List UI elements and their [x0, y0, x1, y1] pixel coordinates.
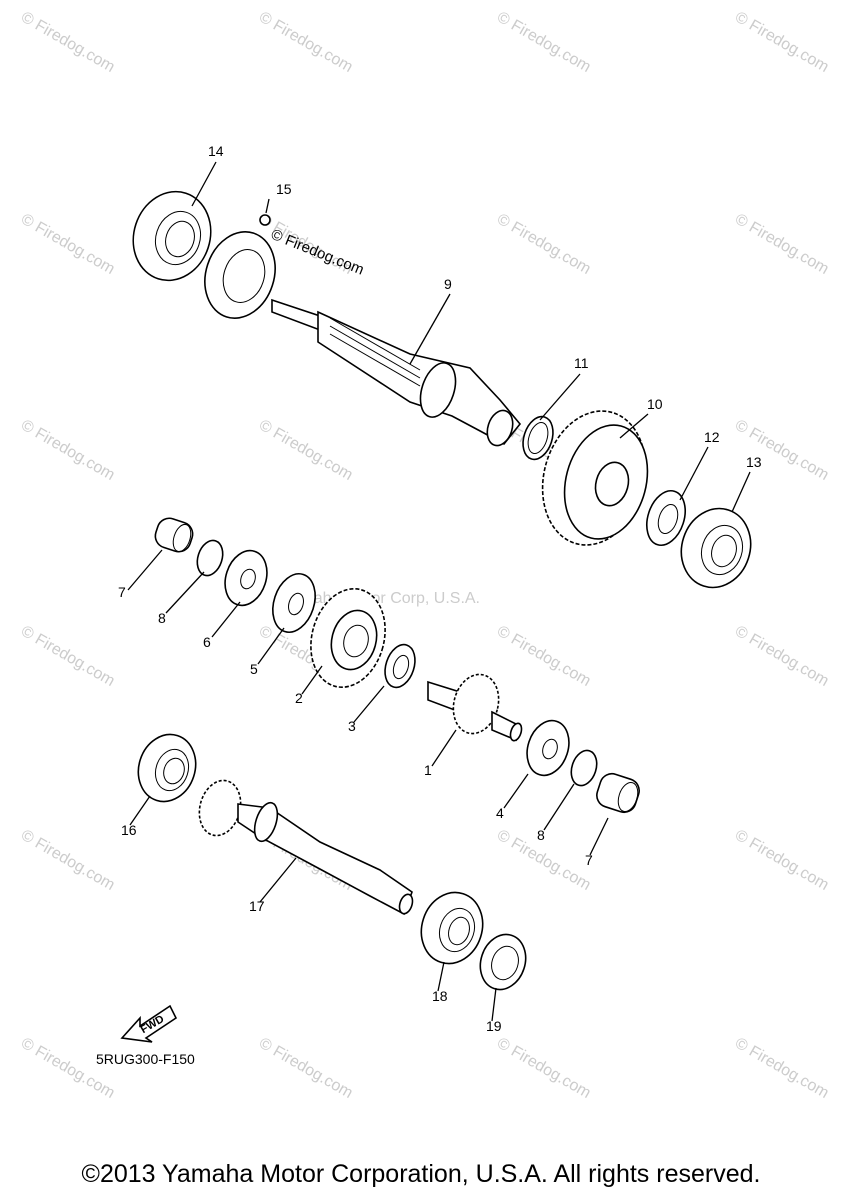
leader-line	[259, 857, 297, 903]
leader-line	[431, 729, 457, 767]
washer-part-3	[384, 643, 416, 689]
callout-number: 19	[486, 1018, 502, 1034]
leader-line	[301, 665, 323, 695]
washer-part-12	[646, 489, 686, 547]
forward-direction-arrow: FWD	[120, 1004, 178, 1043]
watermark-text: © Firedog.com	[732, 827, 832, 894]
leader-line	[211, 601, 241, 638]
watermark-text: © Firedog.com	[256, 9, 356, 76]
bearing-part-13	[680, 507, 752, 589]
callout-number: 14	[208, 143, 224, 159]
leader-line	[679, 446, 709, 501]
callout-number: 17	[249, 898, 265, 914]
watermark-text: © Firedog.com	[18, 211, 118, 278]
washer-part-6	[224, 549, 268, 607]
bearing-part-14	[132, 190, 212, 282]
washer-part-4	[526, 719, 570, 777]
watermark-text: © Firedog.com	[732, 9, 832, 76]
leader-line	[127, 549, 163, 591]
washer-part-5	[272, 573, 316, 633]
oil-seal-part-19	[479, 933, 527, 991]
callout-number: 4	[496, 805, 504, 821]
watermark-text: © Firedog.com	[494, 9, 594, 76]
watermark-text: © Firedog.com	[18, 417, 118, 484]
leader-line	[589, 817, 609, 856]
circlip-part-8-lower	[570, 749, 598, 787]
leader-line	[265, 198, 270, 214]
pinion-shaft-part-1	[427, 673, 523, 742]
callout-number: 2	[295, 690, 303, 706]
callout-number: 15	[276, 181, 292, 197]
needle-bearing-part-7-upper	[154, 517, 194, 553]
leader-line	[503, 773, 529, 809]
watermark-text: © Firedog.com	[732, 623, 832, 690]
leader-line	[257, 627, 285, 665]
leader-line	[543, 783, 575, 831]
leader-line	[491, 987, 497, 1022]
watermark-text: © Firedog.com	[18, 1035, 118, 1102]
callout-number: 9	[444, 276, 452, 292]
watermark-text: © Firedog.com	[18, 9, 118, 76]
circlip-part-8-upper	[196, 539, 224, 577]
leader-line	[165, 571, 205, 614]
circlip-part-11	[522, 415, 554, 461]
drive-shaft-part-17	[198, 779, 414, 916]
callout-number: 7	[585, 852, 593, 868]
callout-number: 7	[118, 584, 126, 600]
needle-bearing-part-7-lower	[596, 772, 640, 814]
callout-number: 1	[424, 762, 432, 778]
callout-number: 13	[746, 454, 762, 470]
callout-number: 12	[704, 429, 720, 445]
callout-number: 5	[250, 661, 258, 677]
watermark-text: © Firedog.com	[732, 211, 832, 278]
watermark-text: © Firedog.com	[494, 211, 594, 278]
copyright-footer: ©2013 Yamaha Motor Corporation, U.S.A. A…	[81, 1160, 761, 1188]
site-label: © Firedog.com	[269, 226, 367, 279]
gear-part-10	[541, 410, 649, 546]
watermark-text: © Firedog.com	[732, 1035, 832, 1102]
callout-number: 3	[348, 718, 356, 734]
callout-number: 10	[647, 396, 663, 412]
callout-number: 8	[537, 827, 545, 843]
callout-number: 6	[203, 634, 211, 650]
oil-seal-part-15	[204, 214, 276, 319]
leader-line	[731, 471, 751, 513]
leader-line	[353, 685, 385, 723]
watermark-text: © Firedog.com	[494, 623, 594, 690]
drawing-code: 5RUG300-F150	[96, 1051, 195, 1067]
watermark-text: © Firedog.com	[494, 1035, 594, 1102]
gear-part-2	[310, 588, 386, 688]
bearing-part-16	[137, 733, 197, 803]
main-shaft-part-9	[271, 298, 522, 447]
leader-line	[619, 413, 649, 439]
watermark-text: © Firedog.com	[18, 623, 118, 690]
watermark-text: © Firedog.com	[732, 417, 832, 484]
callout-number: 8	[158, 610, 166, 626]
watermark-text: © Firedog.com	[256, 417, 356, 484]
leader-line	[437, 961, 445, 992]
watermark-text: © Firedog.com	[256, 1035, 356, 1102]
bearing-part-18	[420, 891, 484, 965]
callout-number: 18	[432, 988, 448, 1004]
callout-number: 16	[121, 822, 137, 838]
watermark-text: © Firedog.com	[18, 827, 118, 894]
leader-line	[539, 373, 581, 421]
leader-line	[129, 795, 151, 826]
leader-line	[409, 293, 451, 365]
leader-line	[191, 161, 217, 207]
callout-number: 11	[574, 355, 589, 371]
